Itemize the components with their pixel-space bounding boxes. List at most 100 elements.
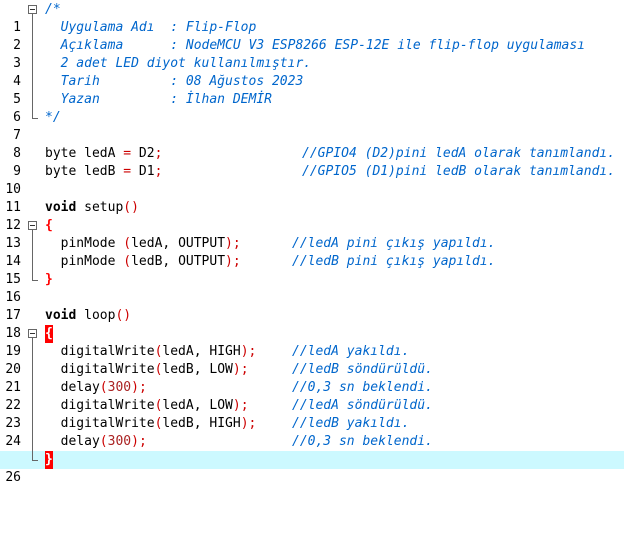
block-comment-open: /*: [45, 2, 61, 17]
line-number: 17: [5, 308, 21, 323]
comment-led-a: //GPIO4 (D2)pini ledA olarak tanımlandı.: [302, 146, 616, 161]
fold-end: [26, 109, 40, 127]
line-comment: //0,3 sn beklendi.: [292, 434, 433, 449]
line-number: 8: [13, 146, 21, 161]
pinmode-led-a: pinMode (ledA, OUTPUT);: [45, 236, 241, 251]
code-line[interactable]: 25 delay(300); //0,3 sn beklendi.: [0, 433, 624, 467]
code-line[interactable]: 22 delay(300); //0,3 sn beklendi.: [0, 379, 624, 413]
code-line[interactable]: 18 void loop(): [0, 307, 624, 341]
fold-guide: [26, 235, 40, 253]
line-number: 1: [13, 20, 21, 35]
fold-toggle[interactable]: [26, 1, 40, 19]
collapse-icon: [28, 5, 37, 14]
line-number: 26: [5, 470, 21, 485]
line-number: 5: [13, 92, 21, 107]
comment-description-2: 2 adet LED diyot kullanılmıştır.: [45, 56, 312, 71]
fold-guide: [26, 343, 40, 361]
declaration-led-b: byte ledB = D1;: [45, 164, 163, 179]
line-number: 3: [13, 56, 21, 71]
loop-signature: void loop(): [45, 308, 132, 323]
line-number: 21: [5, 380, 21, 395]
code-line[interactable]: 10 byte ledB = D1; //GPIO5 (D1)pini ledB…: [0, 163, 624, 197]
line-comment: //ledA söndürüldü.: [292, 398, 433, 413]
fold-toggle[interactable]: [26, 325, 40, 343]
code-line[interactable]: 16 }: [0, 271, 624, 305]
fold-guide: [26, 433, 40, 451]
fold-guide: [26, 73, 40, 91]
code-line[interactable]: 2 Uygulama Adı : Flip-Flop: [0, 19, 624, 53]
code-line[interactable]: 7 */: [0, 109, 624, 143]
code-line[interactable]: 9 byte ledA = D2; //GPIO4 (D2)pini ledA …: [0, 145, 624, 179]
code-line[interactable]: 4 2 adet LED diyot kullanılmıştır.: [0, 55, 624, 89]
declaration-led-a: byte ledA = D2;: [45, 146, 163, 161]
code-line[interactable]: 5 Tarih : 08 Ağustos 2023: [0, 73, 624, 107]
fold-guide: [26, 19, 40, 37]
fold-guide: [26, 397, 40, 415]
line-number: 19: [5, 344, 21, 359]
line-number: 23: [5, 416, 21, 431]
fold-guide: [26, 91, 40, 109]
line-comment: //ledB yakıldı.: [292, 416, 410, 431]
fold-end: [26, 271, 40, 289]
line-number: 6: [13, 110, 21, 125]
line-number: 4: [13, 74, 21, 89]
line-number: 18: [5, 326, 21, 341]
fold-guide: [26, 415, 40, 433]
block-comment-close: */: [45, 110, 61, 125]
setup-open-brace: {: [45, 218, 53, 233]
comment-author: Yazan : İlhan DEMİR: [45, 92, 272, 107]
fold-guide: [26, 361, 40, 379]
line-number: 9: [13, 164, 21, 179]
code-line[interactable]: 12 void setup(): [0, 199, 624, 233]
line-number: 11: [5, 200, 21, 215]
fold-end: [26, 451, 40, 469]
line-number: 2: [13, 38, 21, 53]
code-editor[interactable]: 1 /* 2 Uygulama Adı : Flip-Flop 3 Açıkla…: [0, 0, 624, 485]
fold-toggle[interactable]: [26, 217, 40, 235]
code-line[interactable]: 15 pinMode (ledB, OUTPUT); //ledB pini ç…: [0, 253, 624, 287]
code-line[interactable]: 3 Açıklama : NodeMCU V3 ESP8266 ESP-12E …: [0, 37, 624, 71]
setup-close-brace: }: [45, 272, 53, 287]
code-line[interactable]: 8: [0, 127, 624, 161]
code-line[interactable]: 19 {: [0, 325, 624, 359]
line-number: 10: [5, 182, 21, 197]
comment-pinmode-a: //ledA pini çıkış yapıldı.: [292, 236, 496, 251]
current-code-line[interactable]: 26 }: [0, 451, 624, 485]
loop-open-brace: {: [45, 325, 53, 343]
line-number: 24: [5, 434, 21, 449]
line-comment: //ledB söndürüldü.: [292, 362, 433, 377]
comment-date: Tarih : 08 Ağustos 2023: [45, 74, 304, 89]
code-line[interactable]: 6 Yazan : İlhan DEMİR: [0, 91, 624, 125]
comment-app-name: Uygulama Adı : Flip-Flop: [45, 20, 257, 35]
line-number: 15: [5, 272, 21, 287]
line-number: 16: [5, 290, 21, 305]
digitalwrite-statement: digitalWrite(ledA, HIGH);: [45, 344, 257, 359]
digitalwrite-statement: digitalWrite(ledB, LOW);: [45, 362, 249, 377]
line-comment: //ledA yakıldı.: [292, 344, 410, 359]
fold-guide: [26, 37, 40, 55]
line-number: 20: [5, 362, 21, 377]
pinmode-led-b: pinMode (ledB, OUTPUT);: [45, 254, 241, 269]
code-line[interactable]: 21 digitalWrite(ledB, LOW); //ledB söndü…: [0, 361, 624, 395]
loop-close-brace: }: [45, 451, 53, 469]
code-line[interactable]: 1 /*: [0, 1, 624, 35]
code-line[interactable]: 23 digitalWrite(ledA, LOW); //ledA söndü…: [0, 397, 624, 431]
code-line[interactable]: 24 digitalWrite(ledB, HIGH); //ledB yakı…: [0, 415, 624, 449]
digitalwrite-statement: digitalWrite(ledA, LOW);: [45, 398, 249, 413]
code-line[interactable]: 20 digitalWrite(ledA, HIGH); //ledA yakı…: [0, 343, 624, 377]
code-line[interactable]: 17: [0, 289, 624, 323]
code-line[interactable]: 13 {: [0, 217, 624, 251]
code-line[interactable]: 11: [0, 181, 624, 215]
collapse-icon: [28, 329, 37, 338]
code-line[interactable]: 14 pinMode (ledA, OUTPUT); //ledA pini ç…: [0, 235, 624, 269]
comment-pinmode-b: //ledB pini çıkış yapıldı.: [292, 254, 496, 269]
fold-guide: [26, 55, 40, 73]
line-number: 14: [5, 254, 21, 269]
fold-guide: [26, 379, 40, 397]
line-comment: //0,3 sn beklendi.: [292, 380, 433, 395]
comment-led-b: //GPIO5 (D1)pini ledB olarak tanımlandı.: [302, 164, 616, 179]
line-number: 22: [5, 398, 21, 413]
comment-description: Açıklama : NodeMCU V3 ESP8266 ESP-12E il…: [45, 38, 586, 53]
line-number: 13: [5, 236, 21, 251]
line-number: 7: [13, 128, 21, 143]
